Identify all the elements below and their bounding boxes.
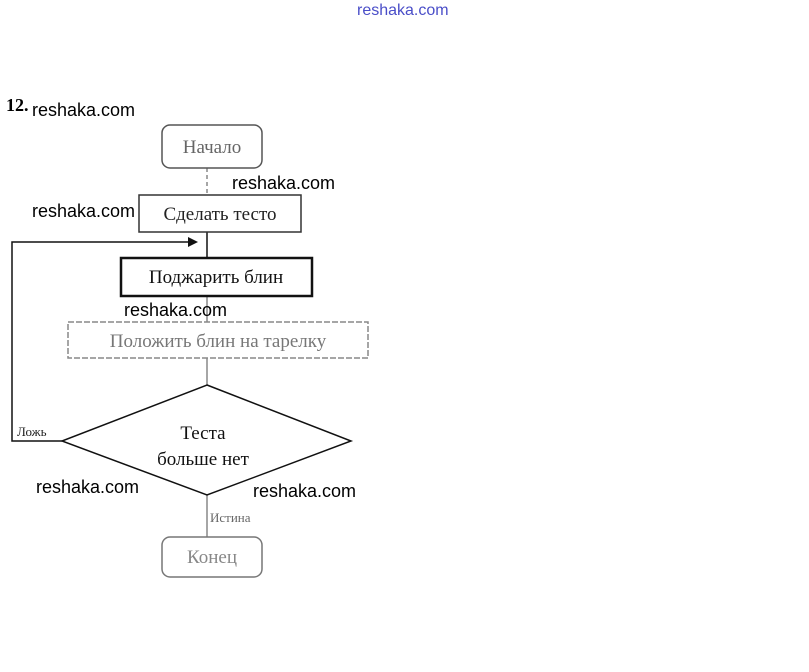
watermark[interactable]: reshaka.com xyxy=(232,173,336,193)
node-step3-label: Положить блин на тарелку xyxy=(110,331,327,352)
watermark[interactable]: reshaka.com xyxy=(253,481,357,501)
node-step2-label: Поджарить блин xyxy=(149,267,283,288)
node-condition: Теста больше нет xyxy=(59,384,354,496)
node-start-label: Начало xyxy=(183,137,242,158)
node-condition-label-line2: больше нет xyxy=(157,449,249,470)
task-number: 12. xyxy=(6,95,29,115)
node-step3: Положить блин на тарелку xyxy=(67,321,369,359)
node-condition-label-line1: Теста xyxy=(180,423,226,444)
watermark[interactable]: reshaka.com xyxy=(124,300,228,320)
node-step1-label: Сделать тесто xyxy=(163,204,276,225)
edge-true-label: Истина xyxy=(210,510,251,525)
watermark[interactable]: reshaka.com xyxy=(32,100,136,120)
watermark[interactable]: reshaka.com xyxy=(36,477,140,497)
node-end-label: Конец xyxy=(187,547,237,568)
connectors xyxy=(11,168,208,540)
loop-arrowhead xyxy=(188,237,198,247)
node-step2: Поджарить блин xyxy=(119,256,314,298)
edge-false-label: Ложь xyxy=(17,424,47,439)
edge-false-loop xyxy=(11,241,190,442)
watermark[interactable]: reshaka.com xyxy=(32,201,136,221)
node-end: Конец xyxy=(161,536,263,578)
watermark-top[interactable]: reshaka.com xyxy=(357,2,449,19)
node-step1: Сделать тесто xyxy=(138,194,302,233)
node-start: Начало xyxy=(161,124,263,169)
